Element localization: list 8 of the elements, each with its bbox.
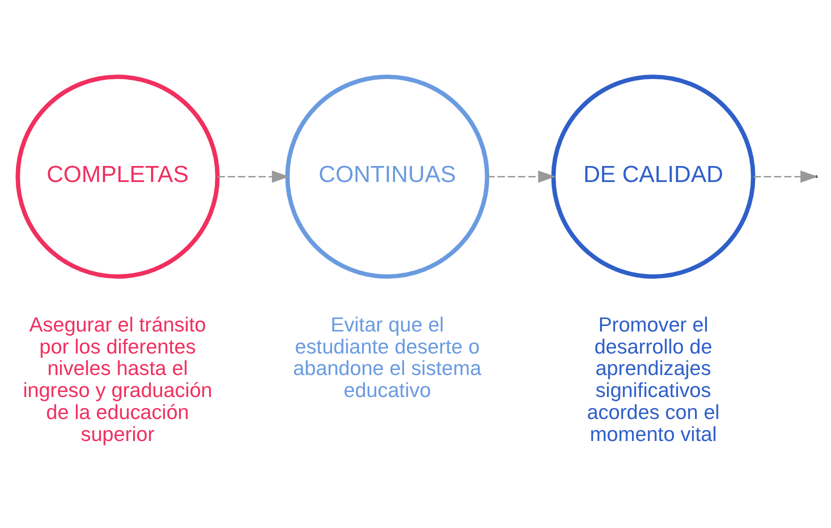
- node-circle: DE CALIDAD: [551, 74, 756, 278]
- arrow: [218, 170, 290, 182]
- node-label: Evitar que el estudiante deserte o abandone el sistema educativo: [293, 314, 482, 402]
- node-label: Promover el desarrollo de aprendizajes significativos acordes con el momento vital: [586, 314, 720, 446]
- arrow: [487, 170, 556, 182]
- node-circle: CONTINUAS: [285, 74, 490, 278]
- node-label: Asegurar el tránsito por los diferentes niveles hasta el ingreso y graduación de la educación superior: [22, 314, 212, 446]
- node-circle: COMPLETAS: [16, 74, 220, 278]
